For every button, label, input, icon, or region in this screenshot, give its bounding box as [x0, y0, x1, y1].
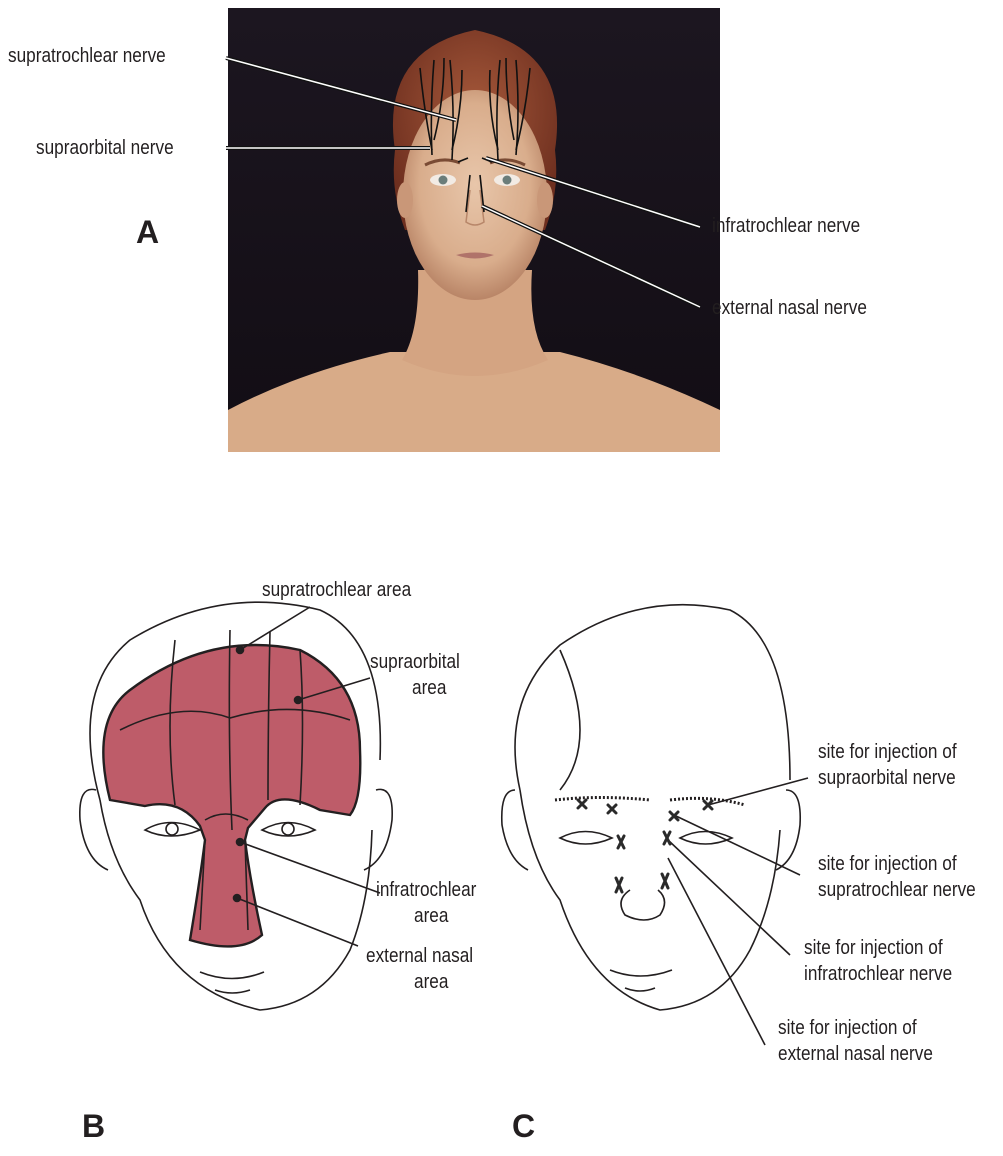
- panel-letter-c: C: [512, 1108, 535, 1145]
- label-external-nasal-nerve: external nasal nerve: [712, 296, 867, 320]
- injection-site-marks: [578, 800, 712, 892]
- label-external-nasal-area-2: area: [414, 970, 448, 994]
- label-external-nasal-area-1: external nasal: [366, 944, 473, 968]
- label-site-infratrochlear-1: site for injection of: [804, 936, 943, 960]
- label-supraorbital-area-2: area: [412, 676, 446, 700]
- label-infratrochlear-nerve: infratrochlear nerve: [712, 214, 860, 238]
- label-supraorbital-nerve: supraorbital nerve: [36, 136, 174, 160]
- label-supraorbital-area-1: supraorbital: [370, 650, 460, 674]
- photo-panel-a: [226, 8, 720, 452]
- label-site-external-nasal-2: external nasal nerve: [778, 1042, 933, 1066]
- panel-letter-a: A: [136, 214, 159, 251]
- label-site-supraorbital-2: supraorbital nerve: [818, 766, 956, 790]
- panel-c-drawing: [502, 605, 808, 1045]
- label-site-infratrochlear-2: infratrochlear nerve: [804, 962, 952, 986]
- label-site-supratrochlear-1: site for injection of: [818, 852, 957, 876]
- label-infratrochlear-area-2: area: [414, 904, 448, 928]
- shaded-innervation-area: [103, 645, 360, 946]
- label-supratrochlear-nerve: supratrochlear nerve: [8, 44, 166, 68]
- label-infratrochlear-area-1: infratrochlear: [376, 878, 476, 902]
- label-site-supraorbital-1: site for injection of: [818, 740, 957, 764]
- panel-b-drawing: [80, 602, 392, 1010]
- panel-letter-b: B: [82, 1108, 105, 1145]
- label-site-supratrochlear-2: supratrochlear nerve: [818, 878, 976, 902]
- label-supratrochlear-area: supratrochlear area: [262, 578, 411, 602]
- label-site-external-nasal-1: site for injection of: [778, 1016, 917, 1040]
